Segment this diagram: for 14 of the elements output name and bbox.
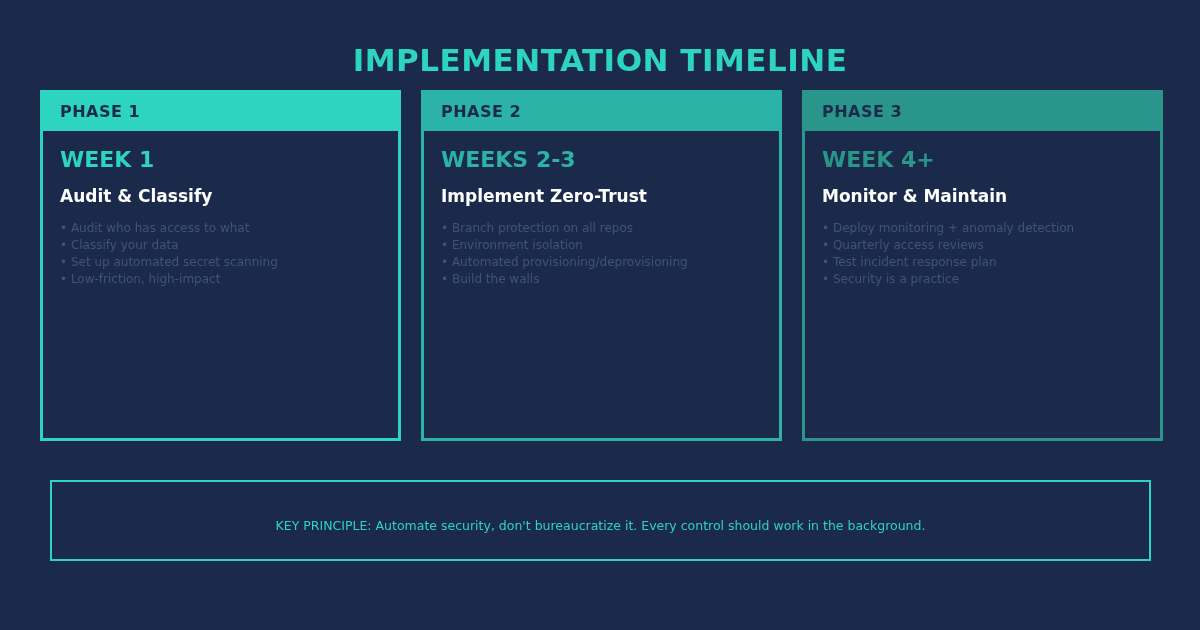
diagram-title: IMPLEMENTATION TIMELINE: [351, 41, 849, 80]
phase-card: [421, 90, 782, 441]
phase-heading: Implement Zero-Trust: [441, 185, 648, 207]
week-label: WEEKS 2-3: [441, 146, 577, 174]
phase-header: PHASE 1: [43, 93, 398, 131]
week-label: WEEK 4+: [822, 146, 936, 174]
phase-card: [40, 90, 401, 441]
phase-heading: Monitor & Maintain: [822, 185, 1009, 207]
phase-header: PHASE 3: [805, 93, 1160, 131]
week-label: WEEK 1: [60, 146, 156, 174]
phase-card: [802, 90, 1163, 441]
phase-header: PHASE 2: [424, 93, 779, 131]
phase-heading: Audit & Classify: [60, 185, 214, 207]
principle-box: KEY PRINCIPLE: Automate security, don't bureaucratize it. Every control should work in the background.: [50, 480, 1151, 561]
